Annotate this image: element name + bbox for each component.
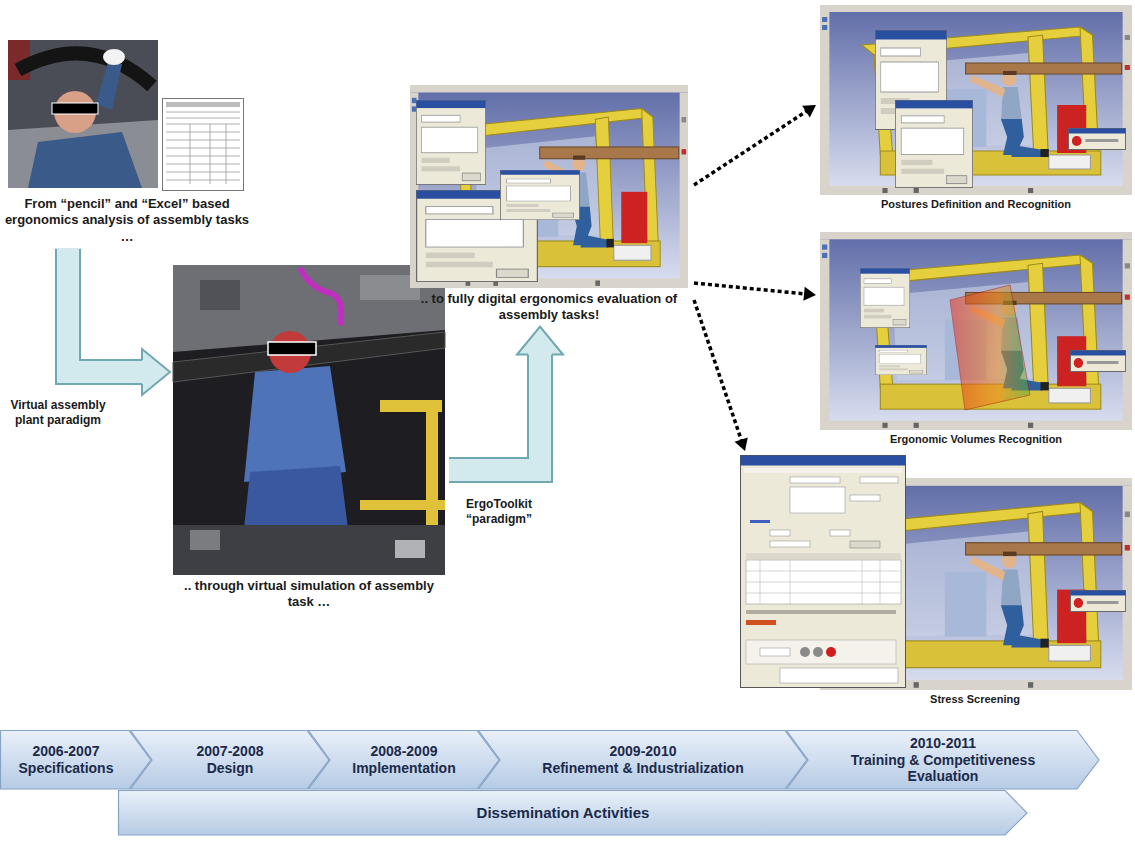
caption-text: From “pencil” and “Excel” based ergonomi… (2, 196, 252, 245)
screenshot-panel: Stress Screening (740, 455, 1132, 707)
dotted-arrow (694, 283, 816, 301)
arrow-label: Virtual assembly plant paradigm (2, 398, 114, 428)
dotted-arrow (694, 300, 748, 451)
arrow-head-outline (142, 349, 170, 395)
cad-screenshot (410, 85, 688, 288)
arrow-body (449, 354, 540, 471)
arrow-head (735, 437, 748, 451)
phase-chevron: Dissemination Activities (118, 790, 1028, 836)
arrow-head (802, 105, 816, 117)
paper-form (163, 99, 244, 191)
chevron-shape (479, 731, 808, 790)
simulation-render (173, 265, 445, 575)
cad-screenshot (820, 5, 1132, 195)
arrow-head (142, 349, 170, 395)
chevron-text-area: 2009-2010Refinement & Industrialization (504, 730, 782, 790)
phase-chevron: 2010-2011Training & Competitiveness Eval… (786, 730, 1100, 790)
phase-years: 2010-2011 (910, 735, 976, 752)
arrow-body-outline (68, 249, 143, 372)
chevron-shape (787, 731, 1100, 790)
arrow-head (517, 327, 563, 355)
caption-text: .. through virtual simulation of assembl… (173, 578, 445, 611)
phase-years: 2007-2008 (197, 743, 264, 760)
arrow-body (68, 249, 143, 372)
phase-chevron: 2009-2010Refinement & Industrialization (478, 730, 808, 790)
phase-name: Refinement & Industrialization (542, 760, 743, 777)
phase-years: 2008-2009 (371, 743, 438, 760)
screenshot-panel: From “pencil” and “Excel” based ergonomi… (2, 38, 252, 245)
caption-text: Stress Screening (818, 693, 1132, 707)
block-arrow (68, 249, 170, 395)
dotted-line (694, 283, 805, 294)
phase-years: 2009-2010 (610, 743, 677, 760)
screenshot-panel: .. to fully digital ergonomics evaluatio… (410, 85, 688, 324)
phase-name: Implementation (352, 760, 455, 777)
caption-text: Ergonomic Volumes Recognition (820, 433, 1132, 447)
chevron-text-area: 2008-2009Implementation (334, 730, 474, 790)
chevron-text-area: 2007-2008Design (156, 730, 304, 790)
screenshot-panel: .. through virtual simulation of assembl… (173, 265, 445, 611)
arrow-head-outline (517, 327, 563, 355)
chevron-shape (119, 791, 1028, 836)
phase-name: Dissemination Activities (477, 804, 650, 822)
phase-chevron: 2007-2008Design (130, 730, 330, 790)
phase-name: Design (207, 760, 254, 777)
chevron-shape (309, 731, 500, 790)
worker-photo (8, 40, 158, 188)
caption-text: .. to fully digital ergonomics evaluatio… (410, 291, 688, 324)
phase-name: Training & Competitiveness Evaluation (837, 752, 1049, 786)
dotted-line (694, 111, 807, 185)
cad-screenshot (820, 232, 1132, 430)
dotted-line (694, 300, 741, 441)
chevron-text-area: 2010-2011Training & Competitiveness Eval… (812, 730, 1074, 790)
chevron-shape (1, 731, 152, 790)
phase-chevron: 2006-2007Specifications (0, 730, 152, 790)
chevron-shape (131, 731, 330, 790)
screenshot-panel: Ergonomic Volumes Recognition (820, 232, 1132, 447)
dotted-arrow (694, 105, 816, 185)
chevron-text-area: 2006-2007Specifications (6, 730, 126, 790)
phase-chevron: 2008-2009Implementation (308, 730, 500, 790)
phase-years: 2006-2007 (33, 743, 100, 760)
block-arrow (449, 327, 563, 471)
chevron-text-area: Dissemination Activities (124, 790, 1002, 836)
arrow-label: ErgoToolkit “paradigm” (452, 497, 546, 527)
cad-screenshot (741, 456, 1133, 691)
caption-text: Postures Definition and Recognition (820, 198, 1132, 212)
arrow-body-outline (449, 354, 540, 471)
screenshot-panel: Postures Definition and Recognition (820, 5, 1132, 212)
arrow-head (803, 287, 816, 301)
phase-name: Specifications (19, 760, 114, 777)
